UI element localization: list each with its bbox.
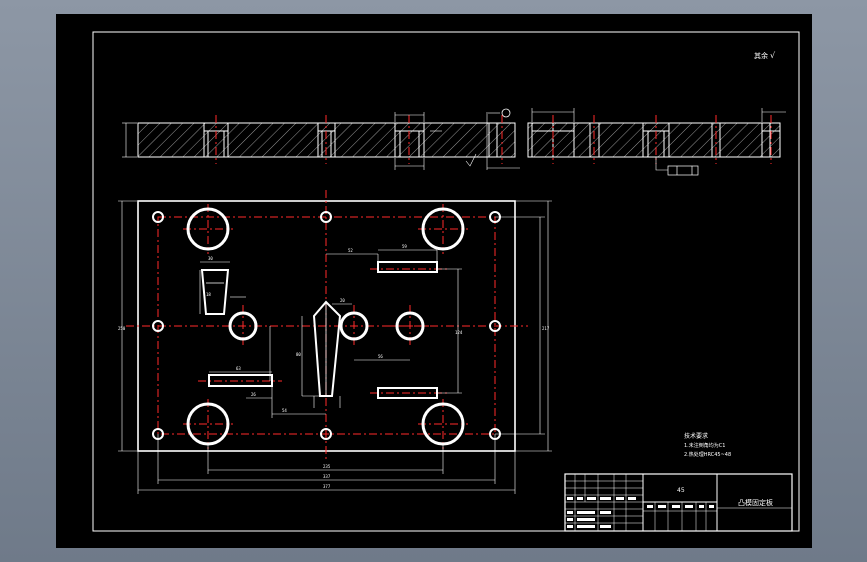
notes-line-1: 1.未注倒角均为C1 <box>684 442 725 449</box>
svg-text:20: 20 <box>340 298 345 303</box>
drawing-viewport[interactable]: 其余 √ <box>56 14 812 548</box>
section-view-right <box>527 108 786 176</box>
svg-text:52: 52 <box>348 248 353 253</box>
svg-text:54: 54 <box>282 408 287 413</box>
notes-title: 技术要求 <box>684 432 708 440</box>
svg-text:26: 26 <box>251 392 256 397</box>
svg-text:80: 80 <box>296 352 301 357</box>
section-view-left <box>122 108 520 170</box>
notes-line-2: 2.热处理HRC45~48 <box>684 451 731 458</box>
corner-label: 其余 <box>754 51 768 60</box>
svg-text:63: 63 <box>236 366 241 371</box>
title-block-material: 45 <box>677 487 685 494</box>
title-block-part-name: 凸模固定板 <box>738 498 773 507</box>
svg-text:59: 59 <box>402 244 407 249</box>
roughness-mark: √ <box>770 51 776 60</box>
svg-text:18: 18 <box>206 292 211 297</box>
plan-view: 250 217 124 337 377 235 52 59 56 63 26 5… <box>118 190 552 494</box>
svg-text:337: 337 <box>323 474 331 479</box>
svg-text:217: 217 <box>542 326 550 331</box>
svg-text:235: 235 <box>323 464 331 469</box>
svg-text:30: 30 <box>208 256 213 261</box>
drawing-frame <box>92 31 800 532</box>
drawing-canvas: 其余 √ <box>92 31 800 532</box>
title-block <box>564 473 793 532</box>
svg-text:377: 377 <box>323 484 331 489</box>
svg-text:250: 250 <box>118 326 126 331</box>
technical-notes: 技术要求 1.未注倒角均为C1 2.热处理HRC45~48 <box>684 432 731 458</box>
svg-text:56: 56 <box>378 354 383 359</box>
svg-text:124: 124 <box>455 330 463 335</box>
